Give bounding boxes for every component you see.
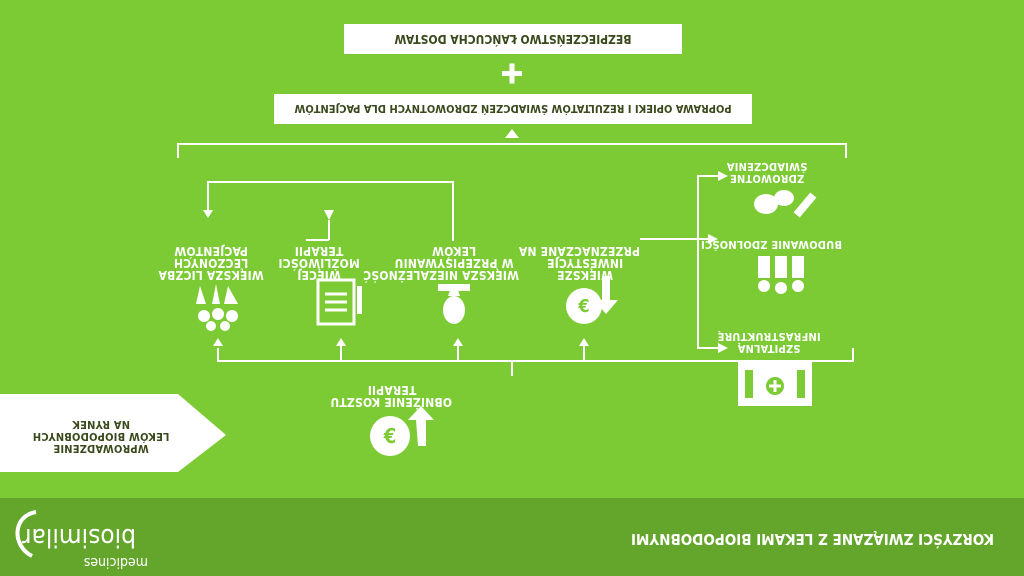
loop-connector-line	[207, 181, 454, 241]
arrowhead-icon	[453, 338, 463, 346]
arrowhead-icon	[579, 338, 589, 346]
svg-text:€: €	[383, 424, 397, 448]
pills-syringe-icon	[754, 190, 817, 218]
arrowhead-icon	[718, 343, 728, 353]
arrowhead-icon	[324, 210, 334, 220]
up-arrow-icon	[505, 129, 519, 138]
patients-icon	[196, 284, 238, 331]
arrowhead-icon	[203, 210, 213, 218]
bracket-stems	[340, 346, 585, 361]
document-pen-icon	[316, 278, 362, 326]
prescription-icon	[438, 284, 470, 324]
arrowhead-icon	[708, 234, 718, 244]
arrowhead-icon	[718, 171, 728, 181]
arrowhead-icon	[213, 338, 223, 346]
plus-icon	[502, 63, 522, 84]
hospital-icon	[738, 362, 812, 406]
workforce-icon	[758, 256, 804, 294]
top-bracket-line	[177, 143, 847, 158]
investments-bracket	[697, 175, 718, 349]
euro-up-icon: €	[370, 406, 434, 456]
svg-text:€: €	[577, 296, 589, 317]
euro-down-icon: €	[566, 276, 618, 324]
arrowhead-icon	[336, 338, 346, 346]
bottom-bracket-line	[217, 348, 854, 362]
